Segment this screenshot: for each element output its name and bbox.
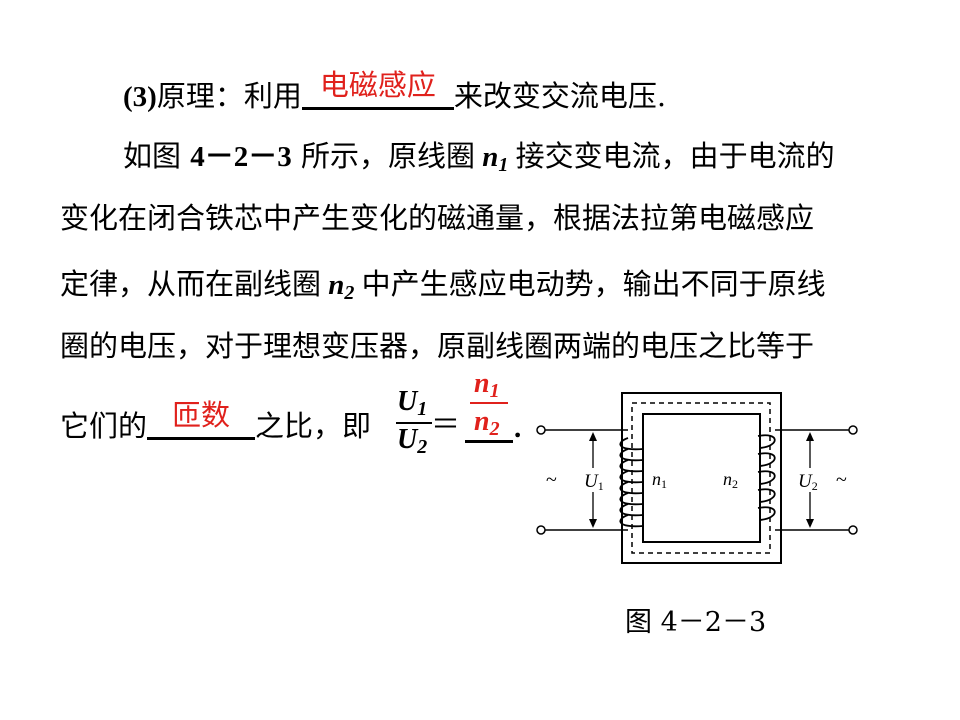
label-n2: n2 <box>723 469 738 491</box>
answer-blank-principle: 电磁感应 <box>301 68 454 110</box>
fraction-bar-n <box>470 402 508 404</box>
para-text: 如图 <box>123 139 182 173</box>
answer-blank-formula <box>465 440 513 443</box>
para-text: 变化在闭合铁芯中产生变化的磁通量，根据法拉第电磁感应 <box>60 201 815 235</box>
para-text: 中产生感应电动势，输出不同于原线 <box>361 267 826 301</box>
figure-caption: 图 4－2－3 <box>625 607 767 638</box>
label-n1: n1 <box>652 469 667 491</box>
para-line-2: 变化在闭合铁芯中产生变化的磁通量，根据法拉第电磁感应 <box>60 198 814 238</box>
terminal-bottom-left <box>536 525 546 535</box>
terminal-bottom-right <box>848 525 858 535</box>
para-line-1: 如图 4－2－3 所示，原线圈 n1 接交变电流，由于电流的 <box>123 136 835 185</box>
answer-n1: n1 <box>474 368 500 402</box>
answer-blank-turns: 匝数 <box>147 398 256 440</box>
para-line-5: 它们的匝数之比，即 <box>60 398 372 446</box>
para-text: 圈的电压，对于理想变压器，原副线圈两端的电压之比等于 <box>60 329 815 363</box>
primary-coil <box>619 437 644 528</box>
label-u1: U1 <box>584 471 604 493</box>
para-text: 定律，从而在副线圈 <box>60 267 322 301</box>
para-text: 接交变电流，由于电流的 <box>515 139 835 173</box>
answer-turns: 匝数 <box>172 398 231 432</box>
terminal-top-left <box>536 425 546 435</box>
para-text: 所示，原线圈 <box>300 139 475 173</box>
para-line-4: 圈的电压，对于理想变压器，原副线圈两端的电压之比等于 <box>60 326 814 366</box>
fraction-u2: U2 <box>397 424 428 458</box>
para-line-3: 定律，从而在副线圈 n2 中产生感应电动势，输出不同于原线 <box>60 264 826 313</box>
ac-load-right: ~ <box>836 469 847 491</box>
fraction-u1: U1 <box>397 386 428 420</box>
flux-path <box>631 402 771 554</box>
item3-line: (3)原理：利用电磁感应来改变交流电压. <box>123 68 667 117</box>
var-n2: n2 <box>328 269 355 304</box>
formula-period: . <box>514 412 522 444</box>
item3-number: (3) <box>123 81 157 113</box>
fraction-bar-u <box>396 422 432 424</box>
item3-label: 原理：利用 <box>156 79 302 113</box>
para-text: 它们的 <box>60 409 148 443</box>
answer-n2: n2 <box>474 406 500 440</box>
equals-sign: ＝ <box>431 407 461 441</box>
secondary-coil <box>757 434 776 521</box>
terminal-top-right <box>848 425 858 435</box>
label-u2: U2 <box>798 471 818 493</box>
answer-principle: 电磁感应 <box>319 68 436 102</box>
para-text: 之比，即 <box>255 409 372 443</box>
var-n1: n1 <box>482 141 509 176</box>
core-outer <box>621 392 782 564</box>
core-inner <box>642 413 761 543</box>
ac-source-left: ~ <box>546 469 557 491</box>
figure-ref: 4－2－3 <box>190 141 292 173</box>
item3-suffix: 来改变交流电压. <box>453 79 667 113</box>
